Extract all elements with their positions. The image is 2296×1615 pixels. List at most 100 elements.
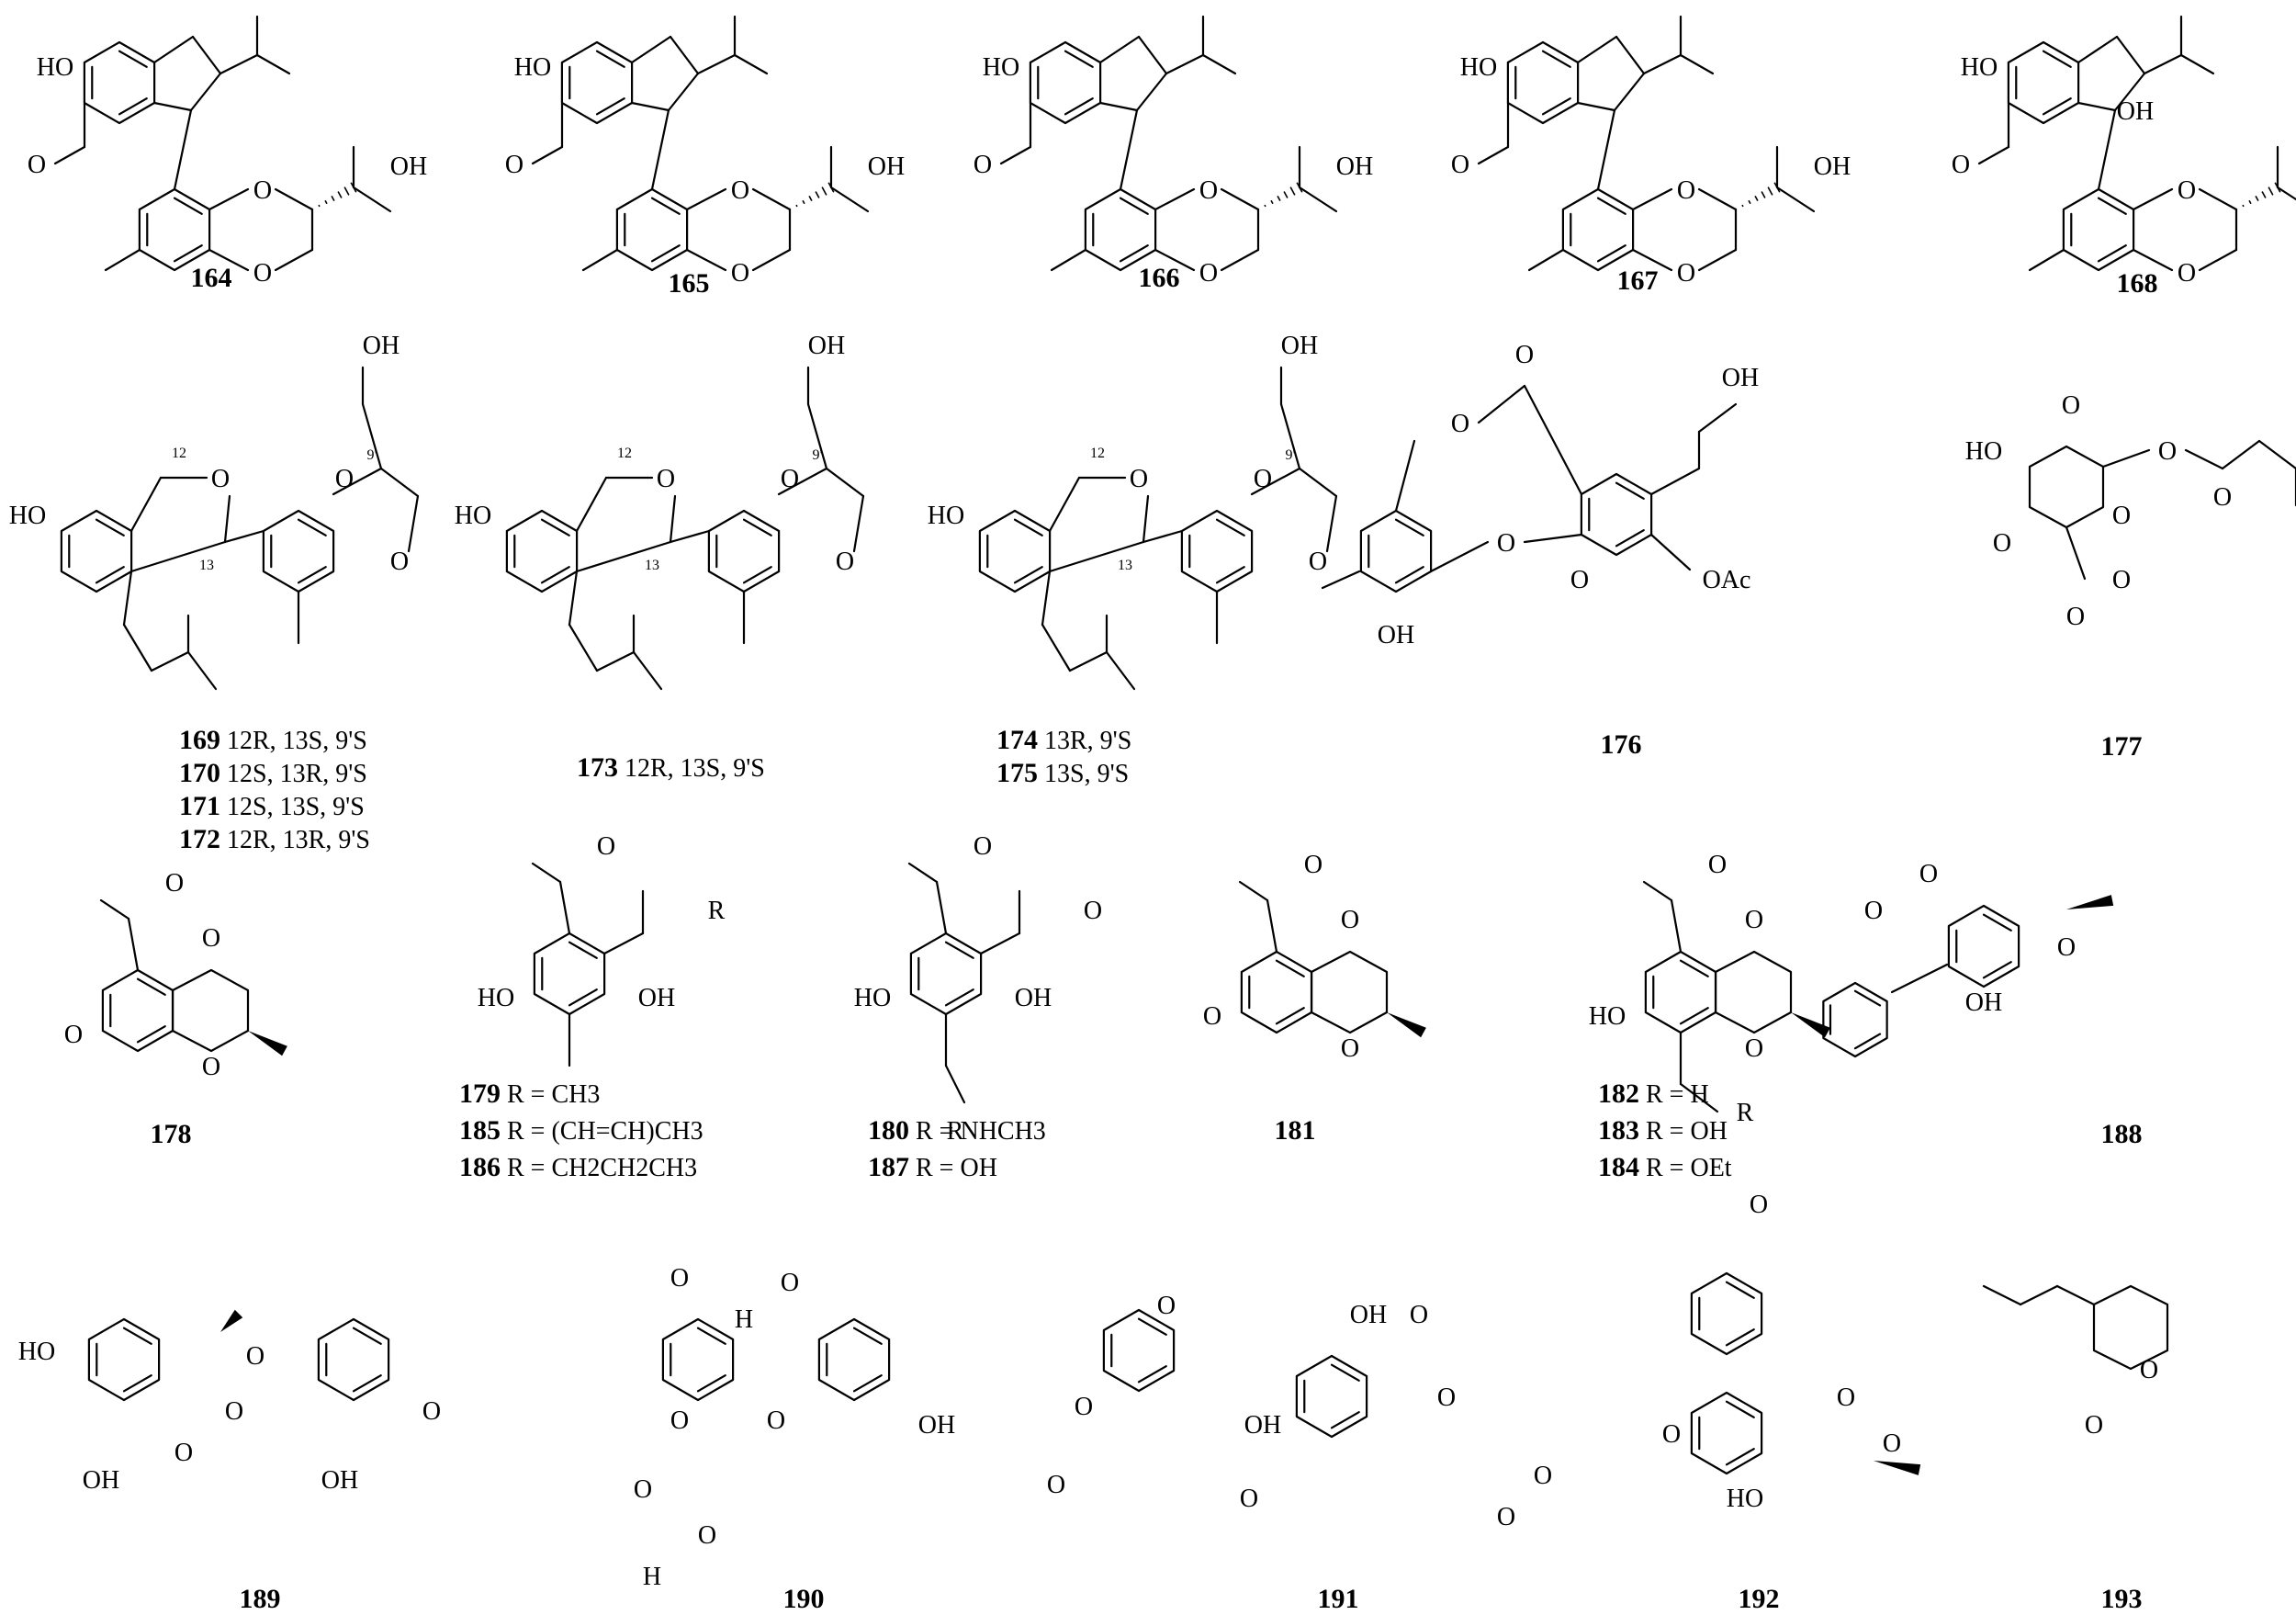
- structure-193: OO: [1982, 1284, 2169, 1440]
- svg-text:170 12S, 13R, 9'S: 170 12S, 13R, 9'S: [179, 758, 367, 788]
- r-labels-182-184: 182 R = H 183 R = OH 184 R = OEt: [1598, 1079, 1732, 1182]
- bond: [2077, 101, 2117, 112]
- atom-label: O: [670, 1264, 689, 1293]
- hashed-bond: [795, 204, 798, 208]
- atom-label: O: [1157, 1292, 1176, 1320]
- double-bond: [696, 1327, 726, 1345]
- atom-label: O: [1199, 259, 1218, 288]
- bond: [208, 248, 250, 272]
- bond: [575, 540, 672, 573]
- wedge-bond: [248, 1031, 287, 1056]
- bond: [1068, 650, 1109, 672]
- bond: [531, 145, 564, 165]
- atom-label: HO: [18, 1338, 55, 1366]
- bond: [1220, 187, 1260, 211]
- atom-label: OH: [1350, 1301, 1387, 1329]
- bond: [53, 145, 86, 165]
- double-bond: [696, 1374, 726, 1393]
- bond: [1631, 248, 1673, 272]
- bond: [1631, 187, 1673, 211]
- bond: [1890, 963, 1949, 994]
- atom-label: O: [202, 924, 220, 953]
- bond: [274, 187, 314, 211]
- ring-bond: [1359, 509, 1433, 593]
- ring-bond: [661, 1317, 735, 1402]
- svg-text:173 12R, 13S, 9'S: 173 12R, 13S, 9'S: [577, 752, 765, 783]
- hashed-bond: [343, 186, 350, 196]
- bond: [1649, 533, 1692, 571]
- compound-number: 193: [2101, 1584, 2143, 1614]
- bond: [944, 1064, 966, 1104]
- double-bond: [1725, 1448, 1755, 1466]
- atom-label: O: [1203, 1002, 1221, 1031]
- double-bond: [852, 1327, 883, 1345]
- atom-label: O: [1075, 1393, 1093, 1421]
- double-bond: [540, 518, 570, 536]
- hashed-bond: [1741, 204, 1744, 208]
- atom-label: O: [2066, 603, 2085, 631]
- hashed-bond: [1277, 195, 1281, 202]
- bond: [1220, 248, 1260, 272]
- atom-label: OH: [390, 152, 427, 181]
- ring-bond: [1240, 950, 1313, 1034]
- bond: [1642, 53, 1683, 75]
- ring-bond: [2092, 1284, 2169, 1371]
- bond: [2132, 187, 2174, 211]
- bond: [999, 145, 1032, 165]
- atom-label: O: [1437, 1383, 1456, 1412]
- bond: [1649, 467, 1701, 496]
- atom-label: HO: [37, 53, 73, 82]
- bond: [979, 932, 1021, 955]
- atom-label: HO: [9, 502, 46, 530]
- svg-text:171 12S, 13S, 9'S: 171 12S, 13S, 9'S: [179, 791, 365, 821]
- hashed-bond: [324, 199, 328, 205]
- ring-bond: [87, 1317, 161, 1402]
- ring-bond: [83, 40, 156, 125]
- bond: [129, 476, 163, 533]
- atom-label: O: [1677, 259, 1695, 288]
- bond: [1250, 467, 1301, 496]
- bond: [208, 187, 250, 211]
- ring-bond: [1690, 1271, 1763, 1356]
- structure-168: HOOOOOAcOH: [1952, 15, 2296, 288]
- atom-label: HO: [1727, 1485, 1763, 1513]
- atom-label: O: [1410, 1301, 1428, 1329]
- atom-label: HO: [514, 53, 551, 82]
- atom-label: O: [2062, 391, 2080, 420]
- ring-bond: [707, 509, 781, 593]
- hashed-bond: [318, 204, 321, 208]
- bond: [632, 650, 663, 691]
- bond: [1098, 35, 1141, 64]
- bond: [2019, 1284, 2059, 1306]
- wedge-bond: [1387, 1012, 1426, 1038]
- double-bond: [595, 50, 625, 68]
- bond: [669, 494, 677, 544]
- atom-label: O: [2057, 933, 2076, 962]
- atom-label: O: [974, 832, 992, 861]
- double-bond: [122, 1327, 152, 1345]
- bond: [2101, 448, 2151, 469]
- double-bond: [1330, 1411, 1360, 1429]
- bond: [173, 108, 193, 191]
- double-bond: [1119, 244, 1149, 263]
- atom-label: O: [505, 151, 523, 179]
- bond: [1527, 248, 1565, 272]
- compound-labels: 164 165 166 167 168 176 177 178 181 188 …: [151, 263, 2158, 1614]
- ring-bond: [2007, 40, 2080, 125]
- atom-label: O: [253, 176, 272, 205]
- ring-bond: [1084, 187, 1157, 272]
- atom-label: O: [1677, 176, 1695, 205]
- atom-label: 13: [1118, 558, 1132, 573]
- double-bond: [595, 97, 625, 116]
- bond: [1697, 248, 1738, 272]
- atom-label: O: [1534, 1462, 1552, 1490]
- ring-bond: [978, 509, 1052, 593]
- double-bond: [1275, 959, 1305, 977]
- bond: [152, 101, 193, 112]
- double-bond: [742, 566, 772, 584]
